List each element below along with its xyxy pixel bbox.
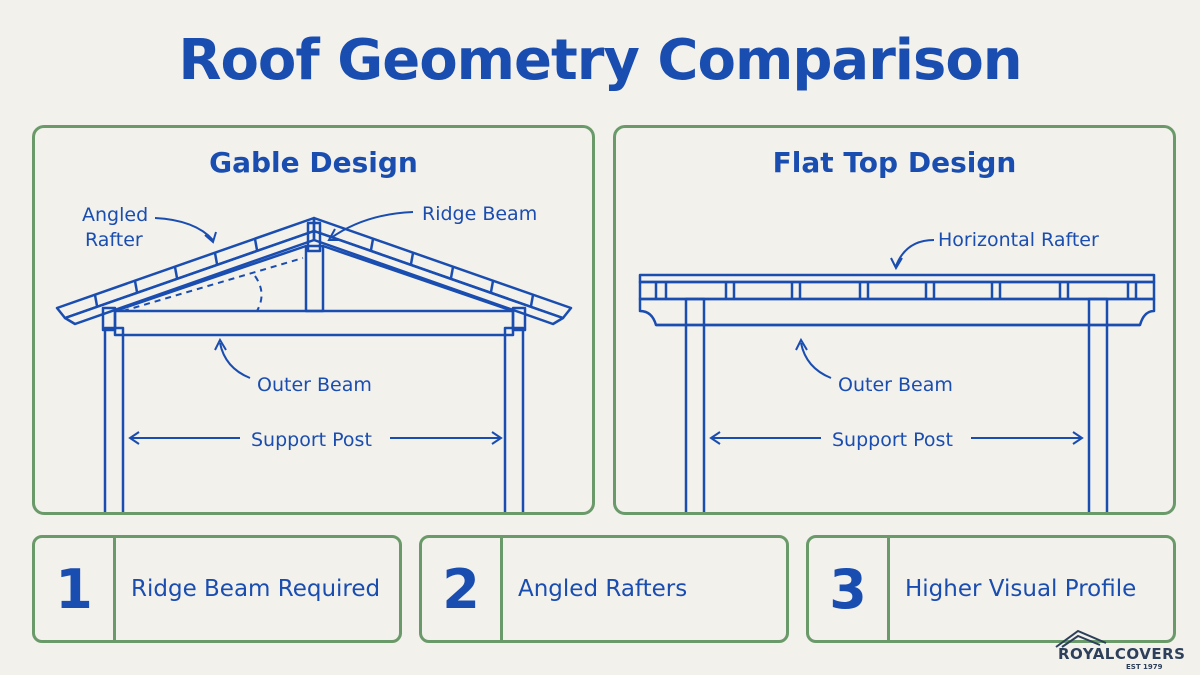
roof-logo-icon bbox=[1055, 629, 1107, 648]
feature-number: 3 bbox=[809, 538, 890, 640]
logo-est: EST 1979 bbox=[1126, 663, 1163, 671]
gable-design-title: Gable Design bbox=[209, 146, 418, 179]
outer-beam-label: Outer Beam bbox=[838, 374, 953, 396]
right-support-post bbox=[503, 326, 525, 512]
feature-text: Ridge Beam Required bbox=[131, 576, 381, 602]
gable-outer-beam bbox=[113, 309, 515, 337]
left-support-post bbox=[103, 326, 125, 512]
outer-beam-label: Outer Beam bbox=[257, 374, 372, 396]
feature-text: Angled Rafters bbox=[518, 576, 688, 602]
flat-outer-beam bbox=[638, 297, 1156, 327]
ridge-beam-label: Ridge Beam bbox=[422, 203, 537, 225]
king-post bbox=[304, 244, 325, 313]
feature-number: 1 bbox=[35, 538, 116, 640]
royal-covers-logo: ROYALCOVERS EST 1979 bbox=[1028, 625, 1188, 671]
flat-roof-diagram: Horizontal Rafter Outer Beam Support Pos… bbox=[638, 229, 1156, 512]
feature-card-2: 2 Angled Rafters bbox=[419, 535, 789, 643]
angled-rafter-label-line1: Angled bbox=[82, 204, 148, 226]
gable-design-panel: Gable Design bbox=[32, 125, 595, 515]
feature-card-3: 3 Higher Visual Profile bbox=[806, 535, 1176, 643]
feature-number: 2 bbox=[422, 538, 503, 640]
page-title: Roof Geometry Comparison bbox=[178, 28, 1022, 93]
support-post-label: Support Post bbox=[832, 429, 953, 451]
flat-top-design-panel: Flat Top Design bbox=[613, 125, 1176, 515]
left-support-post bbox=[684, 297, 706, 512]
horizontal-rafter-label: Horizontal Rafter bbox=[938, 229, 1099, 251]
support-post-label: Support Post bbox=[251, 429, 372, 451]
right-support-post bbox=[1087, 297, 1109, 512]
gable-roof-diagram: Angled Rafter Ridge Beam Outer Beam Supp… bbox=[55, 203, 573, 512]
feature-text: Higher Visual Profile bbox=[905, 576, 1137, 602]
flat-top-design-title: Flat Top Design bbox=[772, 146, 1017, 179]
logo-brand: ROYALCOVERS bbox=[1058, 645, 1186, 663]
angled-rafter-label-line2: Rafter bbox=[85, 229, 143, 251]
feature-card-1: 1 Ridge Beam Required bbox=[32, 535, 402, 643]
